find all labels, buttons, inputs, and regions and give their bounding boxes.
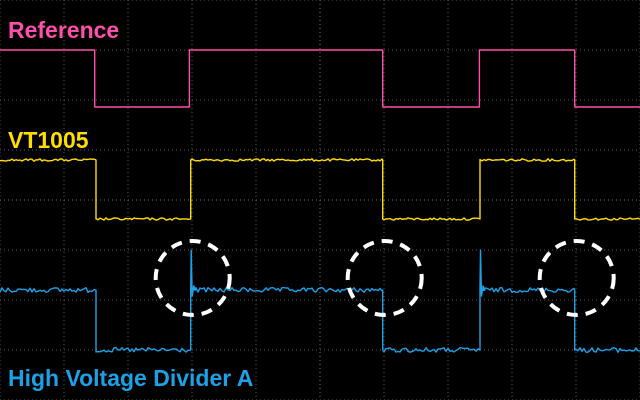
trace-label-divider: High Voltage Divider A [8,365,253,391]
trace-label-reference: Reference [8,17,119,43]
traces [0,49,640,353]
overshoot-highlight-circle [153,239,232,317]
trace-reference [0,49,640,108]
annotations [153,239,616,317]
trace-vt1005 [0,158,640,221]
overshoot-highlight-circle [345,239,424,317]
trace-divider [0,249,640,353]
overshoot-highlight-circle [537,239,616,317]
trace-label-vt1005: VT1005 [8,127,89,153]
